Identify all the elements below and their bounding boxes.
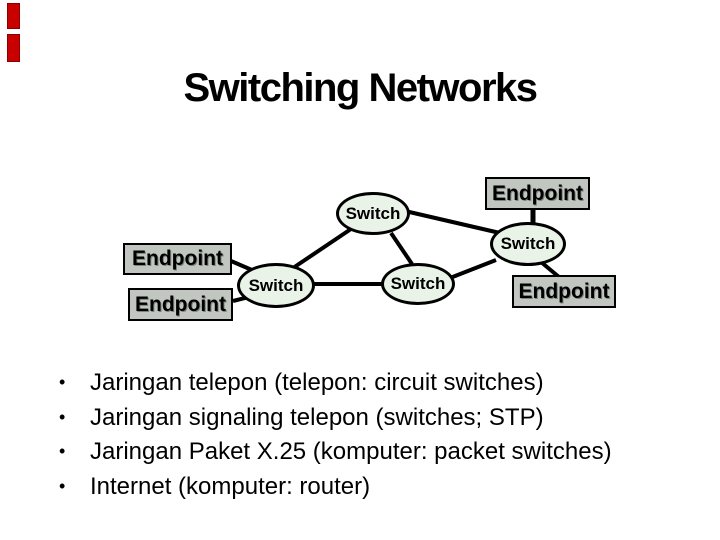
edge-switchtop-switchright (404, 209, 501, 235)
bullet-item: • Jaringan signaling telepon (switches; … (57, 403, 677, 438)
bullet-text: Jaringan telepon (telepon: circuit switc… (90, 369, 544, 396)
endpoint-label: Endpoint (492, 181, 583, 205)
slide-accent-bar-top (7, 3, 20, 29)
endpoint-node-bottom-right: Endpoint (512, 275, 616, 308)
bullet-item: • Jaringan Paket X.25 (komputer: packet … (57, 437, 677, 472)
switch-label: Switch (500, 234, 556, 253)
edge-switchleft-switchtop (291, 227, 353, 270)
endpoint-node-left-2: Endpoint (128, 288, 233, 321)
endpoint-node-left-1: Endpoint (123, 243, 232, 275)
switch-node-top: Switch (336, 192, 410, 235)
edge-switchmiddle-switchright (449, 258, 497, 280)
bullet-dot: • (59, 372, 66, 392)
bullet-text: Jaringan signaling telepon (switches; ST… (90, 403, 544, 431)
bullet-dot: • (59, 441, 66, 461)
bullet-text: Jaringan Paket X.25 (komputer: packet sw… (90, 438, 612, 465)
edge-switchright-endpointbottomright (539, 260, 561, 279)
endpoint-label: Endpoint (135, 292, 226, 316)
switch-node-right: Switch (490, 222, 566, 266)
bullet-dot: • (59, 475, 66, 496)
endpoint-node-top-right: Endpoint (485, 177, 590, 210)
bullet-item: • Jaringan telepon (telepon: circuit swi… (57, 368, 677, 403)
switch-node-middle: Switch (381, 263, 455, 305)
switch-node-left: Switch (237, 263, 315, 308)
switch-label: Switch (248, 275, 304, 295)
endpoint-label: Endpoint (518, 279, 610, 303)
slide-accent-bar-bottom (7, 34, 20, 62)
endpoint-label: Endpoint (132, 247, 223, 270)
bullet-text: Internet (komputer: router) (90, 472, 371, 500)
edge-switchtop-switchmiddle (389, 231, 414, 266)
slide-title: Switching Networks (183, 66, 538, 110)
bullet-list: • Jaringan telepon (telepon: circuit swi… (57, 368, 677, 506)
switch-label: Switch (345, 203, 401, 223)
bullet-item: • Internet (komputer: router) (57, 472, 677, 507)
switch-label: Switch (390, 274, 446, 293)
bullet-dot: • (59, 406, 66, 427)
